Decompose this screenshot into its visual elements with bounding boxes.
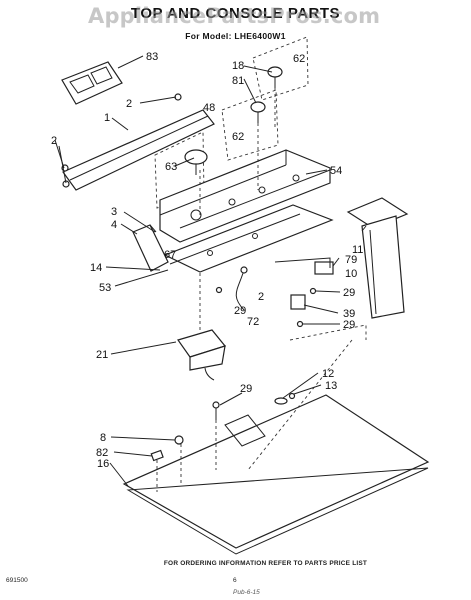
part-top-hardware [212,392,296,420]
callout-10: 10 [345,268,357,280]
callout-79: 79 [345,254,357,266]
callout-29-right: 29 [343,287,355,299]
callout-21: 21 [96,349,108,361]
document-number: 691500 [6,577,28,584]
callout-29-top: 29 [240,383,252,395]
callout-8: 8 [100,432,106,444]
part-console-channel [159,149,334,273]
callout-29-lower: 29 [343,319,355,331]
callout-54: 54 [330,165,342,177]
diagram-title: TOP AND CONSOLE PARTS [130,5,341,22]
part-end-cap [132,224,169,272]
callout-16: 16 [97,458,109,470]
callout-1: 1 [104,112,110,124]
callout-13: 13 [325,380,337,392]
callout-4: 4 [111,219,117,231]
model-line: For Model: LHE6400W1 [185,31,286,41]
leader-lines [156,88,367,492]
part-bracket-plate [61,61,123,105]
callout-48: 48 [203,102,215,114]
page-number: 6 [233,577,237,584]
callout-12: 12 [322,368,334,380]
callout-14: 14 [90,262,102,274]
callout-2: 2 [126,98,132,110]
callout-2-mid: 2 [258,291,264,303]
callout-67: 67 [164,249,176,261]
part-switch-knob-groups [221,36,309,161]
callout-3: 3 [111,206,117,218]
print-mark: Pub-6-15 [233,589,260,596]
callout-62: 62 [293,53,305,65]
part-console-backguard [62,109,215,191]
callout-53: 53 [99,282,111,294]
callout-labels: 83 2 1 48 2 63 18 62 81 62 54 3 4 67 11 … [51,51,363,470]
callout-72: 72 [247,316,259,328]
part-right-end-cap [346,197,409,319]
callout-29-mid: 29 [234,305,246,317]
part-lid-switch [150,435,184,462]
callout-62-lower: 62 [232,131,244,143]
ordering-note: FOR ORDERING INFORMATION REFER TO PARTS … [163,560,368,567]
callout-18: 18 [232,60,244,72]
callout-39: 39 [343,308,355,320]
part-timer-motor [177,329,227,381]
callout-2-left: 2 [51,135,57,147]
callout-83: 83 [146,51,158,63]
part-top-panel [122,394,430,555]
watermark: AppliancePartsPros.com [88,4,381,28]
part-switches [274,257,334,328]
callout-leaders [54,55,367,487]
callout-82: 82 [96,447,108,459]
callout-81: 81 [232,75,244,87]
callout-11: 11 [352,244,363,256]
part-harness [215,266,248,311]
callout-63: 63 [165,161,177,173]
